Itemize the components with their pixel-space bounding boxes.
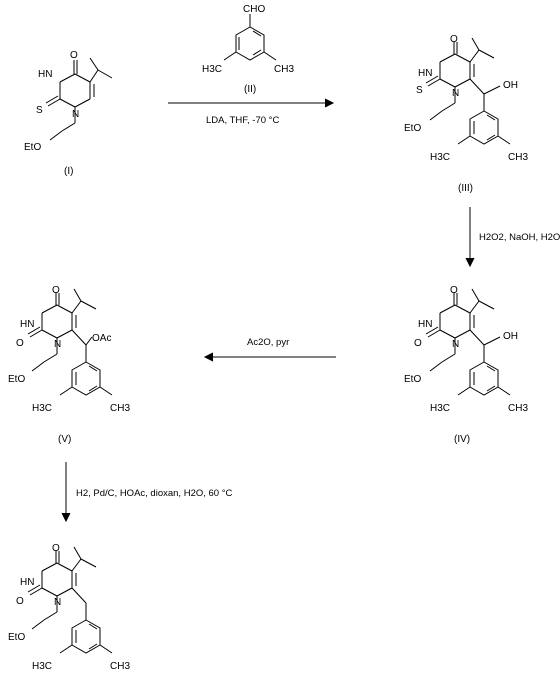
atom-H3C: H3C bbox=[32, 403, 52, 414]
atom-CH3: CH3 bbox=[508, 152, 528, 163]
atom-EtO: EtO bbox=[404, 123, 421, 134]
compound-III-structure bbox=[425, 37, 511, 145]
atom-CH3: CH3 bbox=[508, 403, 528, 414]
atom-OH: OH bbox=[503, 331, 518, 342]
atom-OH: OH bbox=[503, 80, 518, 91]
atom-HN: HN bbox=[20, 577, 34, 588]
atom-N: N bbox=[54, 339, 61, 350]
atom-O: O bbox=[414, 338, 422, 349]
atom-S: S bbox=[36, 105, 43, 116]
arrow-head-3 bbox=[203, 352, 214, 362]
final-product-structure bbox=[27, 546, 113, 654]
atom-HN: HN bbox=[418, 68, 432, 79]
conditions-step1: LDA, THF, -70 °C bbox=[206, 115, 279, 126]
compound-label-IV: (IV) bbox=[454, 434, 470, 445]
compound-label-III: (III) bbox=[458, 183, 473, 194]
atom-H3C: H3C bbox=[202, 64, 222, 75]
atom-N: N bbox=[452, 88, 459, 99]
atom-O: O bbox=[16, 338, 24, 349]
atom-O: O bbox=[16, 596, 24, 607]
atom-H3C: H3C bbox=[32, 661, 52, 672]
atom-N: N bbox=[54, 597, 61, 608]
atom-CH3: CH3 bbox=[274, 64, 294, 75]
atom-N: N bbox=[452, 339, 459, 350]
atom-EtO: EtO bbox=[8, 632, 25, 643]
atom-O: O bbox=[52, 285, 60, 296]
atom-CH3: CH3 bbox=[110, 403, 130, 414]
atom-O: O bbox=[450, 34, 458, 45]
atom-HN: HN bbox=[418, 319, 432, 330]
conditions-step3: Ac2O, pyr bbox=[247, 337, 289, 348]
atom-HN: HN bbox=[20, 319, 34, 330]
compound-label-V: (V) bbox=[58, 434, 71, 445]
atom-O: O bbox=[70, 50, 78, 61]
compound-V-structure bbox=[27, 288, 113, 396]
atom-S: S bbox=[416, 85, 423, 96]
atom-HN: HN bbox=[38, 69, 52, 80]
atom-EtO: EtO bbox=[8, 374, 25, 385]
atom-O: O bbox=[52, 543, 60, 554]
atom-EtO: EtO bbox=[24, 142, 41, 153]
compound-label-I: (I) bbox=[64, 166, 73, 177]
compound-I-structure bbox=[45, 57, 113, 141]
arrow-head-2 bbox=[465, 257, 475, 268]
atom-H3C: H3C bbox=[430, 152, 450, 163]
atom-CHO: CHO bbox=[243, 4, 265, 15]
compound-IV-structure bbox=[425, 288, 511, 396]
conditions-step2: H2O2, NaOH, H2O bbox=[479, 232, 560, 243]
conditions-step4: H2, Pd/C, HOAc, dioxan, H2O, 60 °C bbox=[76, 488, 233, 499]
arrow-head-1 bbox=[324, 98, 335, 108]
compound-II-structure bbox=[223, 14, 277, 61]
atom-EtO: EtO bbox=[404, 374, 421, 385]
atom-H3C: H3C bbox=[430, 403, 450, 414]
atom-OAc: OAc bbox=[92, 333, 111, 344]
compound-label-II: (II) bbox=[244, 84, 256, 95]
atom-CH3: CH3 bbox=[110, 661, 130, 672]
atom-O: O bbox=[450, 285, 458, 296]
atom-N: N bbox=[72, 109, 79, 120]
arrow-head-4 bbox=[61, 512, 71, 523]
